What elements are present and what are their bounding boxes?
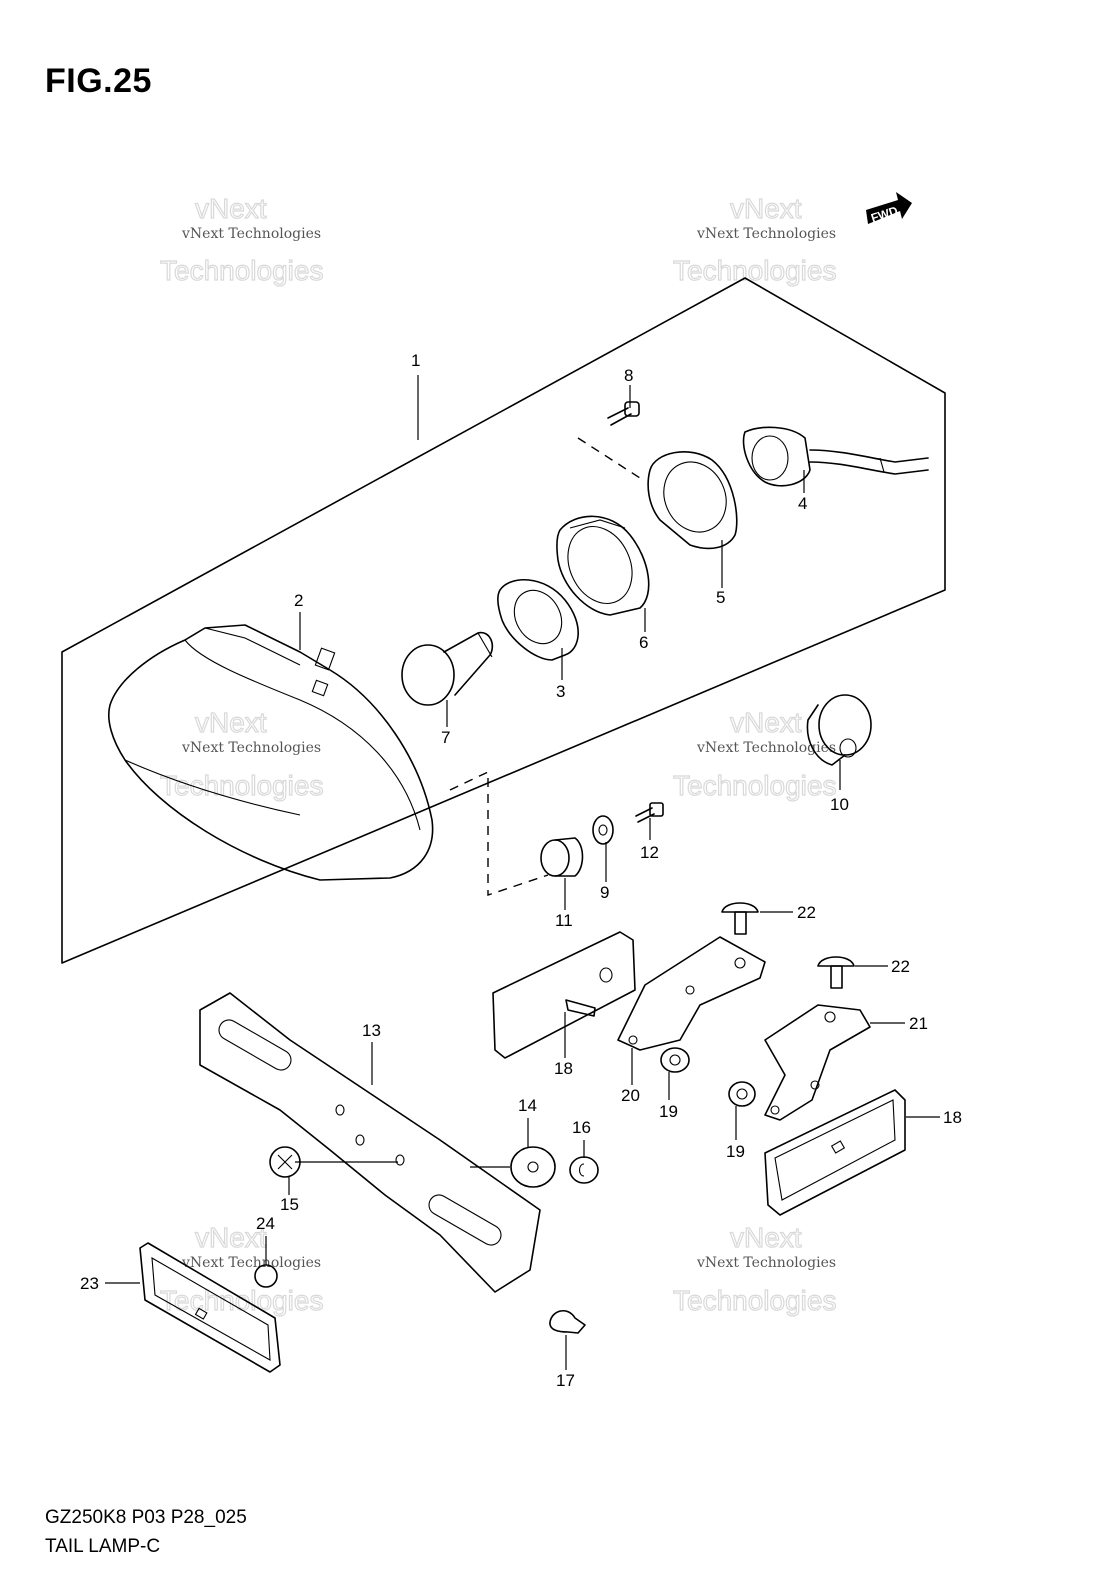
watermark-text-5: vNext Technologies (181, 1255, 321, 1271)
washer-9 (592, 815, 614, 845)
callout-13: 13 (362, 1021, 381, 1040)
bulb-socket-cord (742, 426, 929, 487)
watermark-big-12: Technologies (673, 1285, 836, 1316)
figure-title: FIG.25 (45, 62, 152, 100)
watermark-text-1: vNext Technologies (181, 226, 321, 242)
dash-line-8 (577, 437, 641, 479)
reflector-23 (139, 1242, 281, 1373)
washer-9-hole (598, 824, 608, 836)
grommet-11 (540, 837, 584, 877)
callout-10: 10 (830, 795, 849, 814)
fwd-arrow-icon: FWD (866, 192, 912, 225)
callout-7: 7 (441, 728, 450, 747)
callout-16: 16 (572, 1118, 591, 1137)
callout-6: 6 (639, 633, 648, 652)
callout-20: 20 (621, 1086, 640, 1105)
tail-lamp-housing (108, 624, 434, 881)
watermark-big-8: Technologies (673, 770, 836, 801)
bracket-20 (617, 936, 766, 1051)
washer-14 (510, 1146, 556, 1188)
callout-9: 9 (600, 883, 609, 902)
bulb (401, 631, 494, 706)
license-bracket-13 (199, 992, 541, 1293)
watermark-big-4: Technologies (673, 255, 836, 286)
watermark-big-1: vNext (195, 193, 267, 224)
dash-line-11 (449, 770, 549, 896)
callout-23: 23 (80, 1274, 99, 1293)
watermark-text-2: vNext Technologies (696, 226, 836, 242)
watermark-big-9: vNext (195, 1222, 267, 1253)
rivet-17 (549, 1310, 586, 1334)
callout-5: 5 (716, 588, 725, 607)
socket-ring (556, 515, 650, 616)
callout-22-lower: 22 (891, 957, 910, 976)
diagram-name: TAIL LAMP-C (45, 1536, 161, 1557)
callout-22-upper: 22 (797, 903, 816, 922)
watermark-big-10: Technologies (160, 1285, 323, 1316)
fwd-label: FWD (869, 203, 900, 225)
nut-16 (569, 1156, 599, 1184)
watermark-1: vNext Technologies vNext Technologies (159, 192, 324, 286)
callout-18-right: 18 (943, 1108, 962, 1127)
bolt-12 (635, 802, 664, 823)
callout-2: 2 (294, 591, 303, 610)
watermark-text-6: vNext Technologies (696, 1255, 836, 1271)
watermark-2: vNext Technologies vNext Technologies (672, 192, 837, 286)
callout-24: 24 (256, 1214, 275, 1233)
screw-22b (817, 956, 855, 989)
gasket-plate (647, 451, 738, 550)
reflector-18-right (764, 1089, 906, 1216)
watermark-big-7: vNext (730, 707, 802, 738)
watermark-big-2: Technologies (160, 255, 323, 286)
watermark-big-5: vNext (195, 707, 267, 738)
watermark-text-4: vNext Technologies (696, 740, 836, 756)
diagram-code: GZ250K8 P03 P28_025 (45, 1507, 247, 1528)
callout-15: 15 (280, 1195, 299, 1214)
callout-12: 12 (640, 843, 659, 862)
watermark-big-3: vNext (730, 193, 802, 224)
screw-8 (607, 401, 640, 426)
screw-22a (721, 902, 759, 935)
callout-4: 4 (798, 494, 807, 513)
callout-17: 17 (556, 1371, 575, 1390)
packing-ring (497, 579, 579, 661)
callout-19-left: 19 (659, 1102, 678, 1121)
watermark-text-3: vNext Technologies (181, 740, 321, 756)
cushion-10 (806, 694, 872, 766)
callout-3: 3 (556, 682, 565, 701)
bracket-21 (764, 1004, 871, 1121)
callout-18-upper: 18 (554, 1059, 573, 1078)
callout-19-right: 19 (726, 1142, 745, 1161)
assembly-outline-box (61, 277, 946, 964)
nut-19a (660, 1047, 690, 1073)
callout-1: 1 (411, 351, 420, 370)
callout-21: 21 (909, 1014, 928, 1033)
watermark-4: vNext Technologies vNext Technologies (672, 706, 837, 801)
callout-numbers: 1 2 3 4 5 6 7 8 9 10 11 12 13 14 15 16 1… (80, 351, 962, 1390)
nut-19b (728, 1081, 756, 1107)
callout-8: 8 (624, 366, 633, 385)
watermark-6: vNext Technologies vNext Technologies (672, 1221, 837, 1316)
watermark-big-6: Technologies (160, 770, 323, 801)
callout-14: 14 (518, 1096, 537, 1115)
watermark-5: vNext Technologies vNext Technologies (159, 1221, 324, 1316)
watermark-3: vNext Technologies vNext Technologies (159, 706, 324, 801)
callout-11: 11 (555, 911, 573, 930)
leader-lines (105, 375, 940, 1370)
reflector-plate-18 (492, 931, 636, 1059)
watermark-big-11: vNext (730, 1222, 802, 1253)
